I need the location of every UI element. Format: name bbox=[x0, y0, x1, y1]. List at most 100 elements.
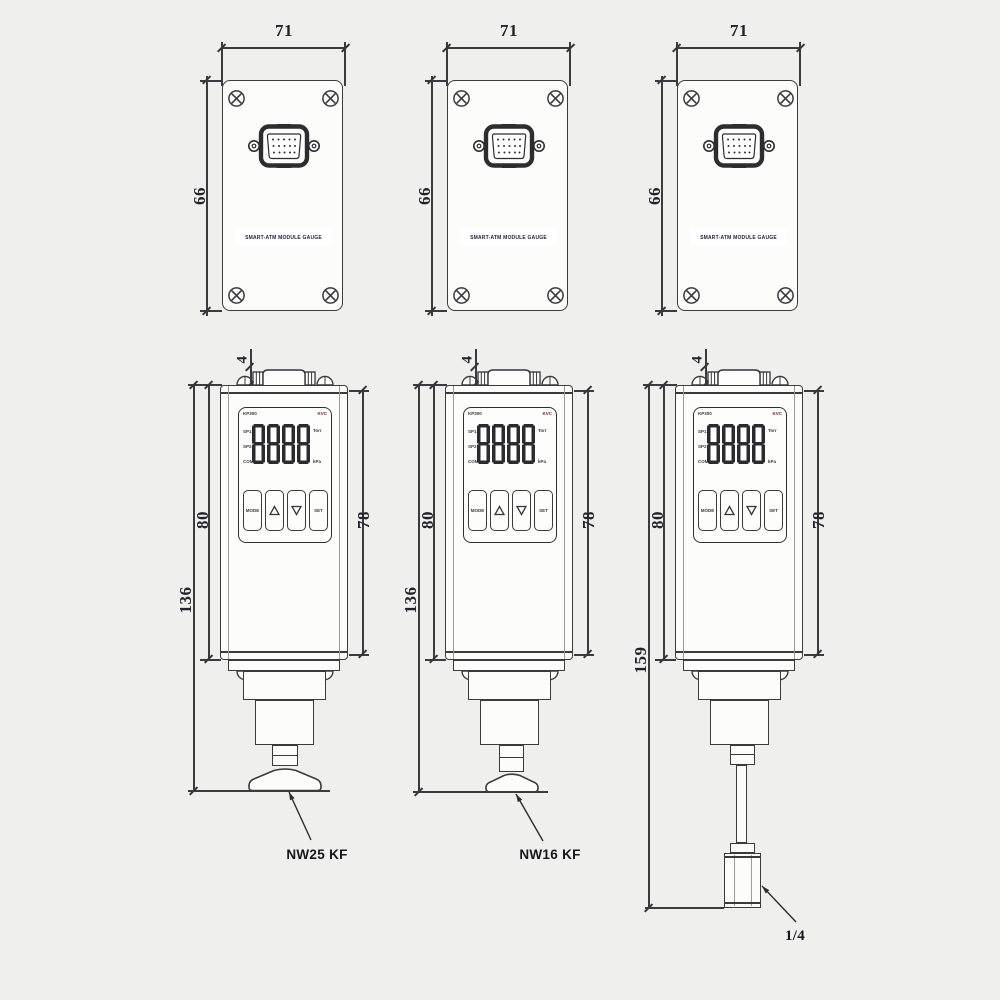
sp1-label: SP1 bbox=[243, 429, 252, 434]
dsub-connector-side-icon bbox=[707, 369, 771, 386]
sensor-block-upper bbox=[698, 671, 781, 700]
neck-line bbox=[499, 757, 524, 759]
seven-segment-digits bbox=[707, 424, 765, 464]
torr-unit-label: Torr bbox=[768, 428, 777, 433]
module-1-nw25kf: 71 SMART-ATM MODULE GAUGE 66 4 KP300 KVC bbox=[176, 0, 425, 1000]
extension-line bbox=[188, 384, 222, 386]
display-panel: KP300 KVC SP1 SP2 COM Torr kPa MODE SET bbox=[463, 407, 557, 543]
extension-line bbox=[655, 80, 677, 82]
dimension-line-body bbox=[433, 385, 435, 660]
extension-line bbox=[200, 659, 221, 661]
mode-button: MODE bbox=[468, 490, 487, 531]
module-3-quarter-inch: 71 SMART-ATM MODULE GAUGE 66 4 KP300 KVC… bbox=[631, 0, 880, 1000]
dim-label-connector: 4 bbox=[689, 355, 706, 364]
com-label: COM bbox=[243, 459, 254, 464]
screw-icon bbox=[228, 287, 245, 304]
body-edge-line bbox=[228, 386, 229, 659]
body-lid-line bbox=[221, 392, 347, 394]
kpa-unit-label: kPa bbox=[538, 459, 547, 464]
up-arrow-icon bbox=[269, 505, 280, 516]
extension-line bbox=[413, 791, 548, 793]
dim-label-body: 80 bbox=[418, 511, 437, 529]
screw-icon bbox=[228, 90, 245, 107]
dim-label-connector: 4 bbox=[234, 355, 251, 364]
screw-icon bbox=[547, 287, 564, 304]
up-arrow-icon bbox=[724, 505, 735, 516]
down-button bbox=[742, 490, 761, 531]
dimension-line-body bbox=[663, 385, 665, 660]
top-view-enclosure bbox=[447, 80, 568, 311]
top-view-enclosure bbox=[222, 80, 343, 311]
body-edge-line bbox=[794, 386, 795, 659]
module-2-nw16kf: 71 SMART-ATM MODULE GAUGE 66 4 KP300 KVC… bbox=[401, 0, 650, 1000]
dimension-line-width bbox=[676, 47, 801, 49]
display-model: KP300 bbox=[698, 411, 712, 416]
sp1-label: SP1 bbox=[698, 429, 707, 434]
screw-icon bbox=[322, 90, 339, 107]
nameplate: SMART-ATM MODULE GAUGE bbox=[461, 229, 556, 246]
com-label: COM bbox=[698, 459, 709, 464]
seven-segment-digits bbox=[252, 424, 310, 464]
leader-arrow bbox=[515, 793, 544, 842]
sp2-label: SP2 bbox=[698, 444, 707, 449]
dimension-line-connector bbox=[705, 349, 707, 411]
flange-neck bbox=[499, 745, 524, 772]
brand-logo: KVC bbox=[772, 411, 782, 416]
extension-line bbox=[655, 310, 677, 312]
fitting-label: NW25 KF bbox=[286, 847, 348, 862]
extension-line bbox=[425, 310, 447, 312]
sensor-block-upper bbox=[243, 671, 326, 700]
dimension-line-connector bbox=[475, 349, 477, 411]
set-button: SET bbox=[764, 490, 783, 531]
set-button: SET bbox=[309, 490, 328, 531]
down-arrow-icon bbox=[516, 505, 527, 516]
dim-label-overall: 136 bbox=[176, 586, 195, 614]
screw-icon bbox=[683, 90, 700, 107]
dsub-connector-top-icon bbox=[473, 123, 545, 169]
down-button bbox=[512, 490, 531, 531]
kpa-unit-label: kPa bbox=[768, 459, 777, 464]
sp1-label: SP1 bbox=[468, 429, 477, 434]
seven-segment-digits bbox=[477, 424, 535, 464]
up-button bbox=[265, 490, 284, 531]
neck-line bbox=[730, 754, 755, 756]
body-edge-line bbox=[683, 386, 684, 659]
dim-label-body: 80 bbox=[193, 511, 212, 529]
down-button bbox=[287, 490, 306, 531]
fitting-label: NW16 KF bbox=[519, 847, 581, 862]
hex-facet-line bbox=[751, 855, 752, 906]
down-arrow-icon bbox=[291, 505, 302, 516]
top-view-enclosure bbox=[677, 80, 798, 311]
screw-icon bbox=[453, 287, 470, 304]
dimension-line-overall bbox=[418, 385, 420, 792]
nameplate-text: SMART-ATM MODULE GAUGE bbox=[245, 234, 322, 241]
nameplate-text: SMART-ATM MODULE GAUGE bbox=[700, 234, 777, 241]
kf25-flange bbox=[248, 768, 322, 792]
display-model: KP300 bbox=[243, 411, 257, 416]
extension-line bbox=[446, 42, 448, 86]
extension-line bbox=[188, 790, 330, 792]
dimension-line-height bbox=[206, 76, 208, 316]
extension-line bbox=[643, 384, 677, 386]
dim-label-panel: 78 bbox=[809, 511, 828, 529]
body-edge-line bbox=[339, 386, 340, 659]
sensor-block-lower bbox=[710, 700, 769, 745]
dsub-connector-top-icon bbox=[248, 123, 320, 169]
dim-label-panel: 78 bbox=[354, 511, 373, 529]
body-lid-line bbox=[221, 651, 347, 653]
screw-dome-icon bbox=[771, 375, 789, 385]
sensor-block-lower bbox=[255, 700, 314, 745]
extension-line bbox=[200, 80, 222, 82]
extension-line bbox=[221, 42, 223, 86]
screw-icon bbox=[777, 90, 794, 107]
mode-button: MODE bbox=[698, 490, 717, 531]
body-lid-line bbox=[446, 651, 572, 653]
dim-label-connector: 4 bbox=[459, 355, 476, 364]
dimension-line-overall bbox=[193, 385, 195, 791]
screw-dome-icon bbox=[541, 375, 559, 385]
dimension-line-body bbox=[208, 385, 210, 660]
up-button bbox=[720, 490, 739, 531]
down-arrow-icon bbox=[746, 505, 757, 516]
brand-logo: KVC bbox=[542, 411, 552, 416]
torr-unit-label: Torr bbox=[538, 428, 547, 433]
